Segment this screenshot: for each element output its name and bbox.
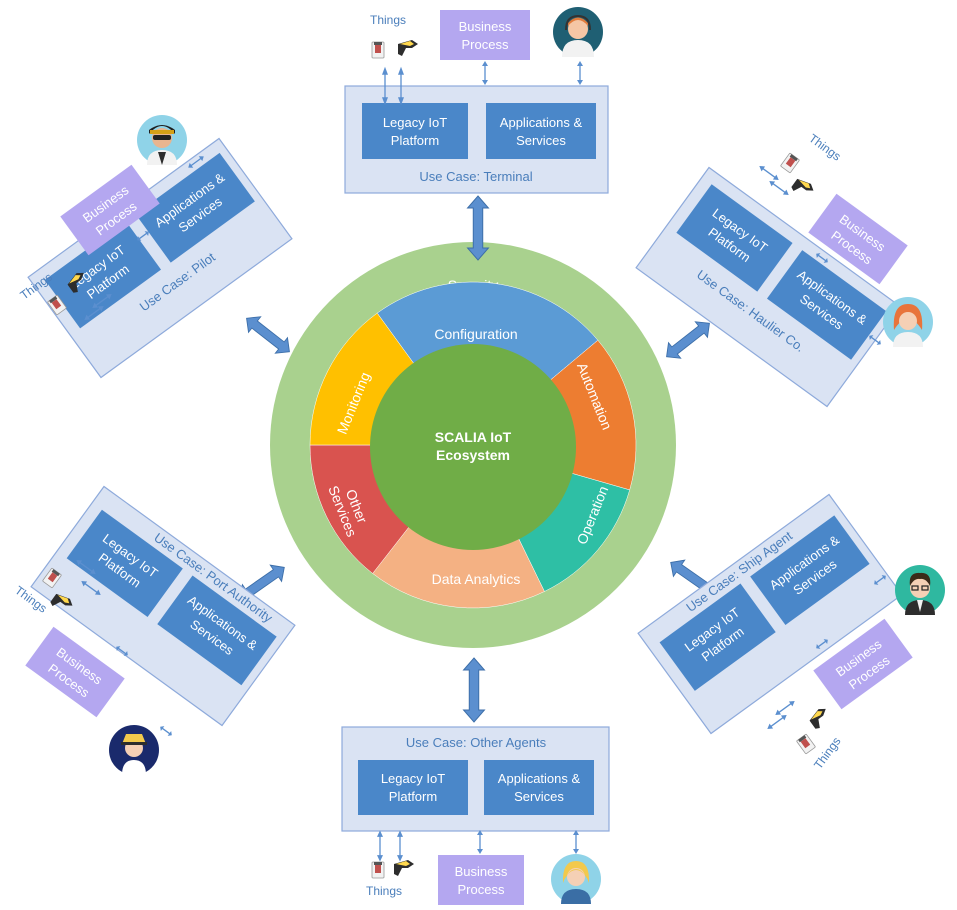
haulier-connector-arrow	[660, 315, 716, 365]
use-case-pilot: Legacy IoT Platform Applications & Servi…	[18, 115, 293, 379]
pilot-business-process	[60, 164, 160, 256]
ecosystem-title-line2: Ecosystem	[436, 447, 510, 463]
port-authority-business-process	[25, 626, 125, 718]
other-agents-bp-arrow	[476, 829, 484, 855]
other-agents-legacy-line1: Legacy IoT	[381, 771, 445, 786]
terminal-scanner-icon	[398, 40, 418, 56]
other-agent-avatar-icon	[551, 854, 601, 904]
terminal-operator-avatar-icon	[553, 7, 603, 57]
other-agents-scanner-icon	[394, 860, 414, 876]
other-agents-things-arrow-2	[396, 829, 404, 863]
other-agents-sensor-icon	[371, 861, 385, 879]
port-authority-apps-box	[157, 575, 277, 686]
use-case-port-authority: Legacy IoT Platform Applications & Servi…	[12, 485, 296, 775]
pilot-panel	[27, 137, 293, 379]
terminal-business-process	[440, 10, 530, 60]
other-agents-things-label: Things	[366, 884, 402, 898]
haulier-things-arrow-1	[756, 162, 782, 184]
terminal-bp-line1: Business	[459, 19, 512, 34]
ship-agent-apps-box	[750, 515, 870, 626]
terminal-things-label: Things	[370, 13, 406, 27]
use-case-haulier: Legacy IoT Platform Applications & Servi…	[635, 131, 933, 408]
haulier-sensor-icon	[779, 152, 801, 174]
terminal-sensor-icon	[371, 41, 385, 59]
ecosystem-core	[370, 344, 576, 550]
use-case-ship-agent: Legacy IoT Platform Applications & Servi…	[637, 493, 945, 772]
ecosystem-wheel: Security SCALIA IoT Ecosystem Configurat…	[270, 242, 676, 648]
ship-agent-business-process	[813, 618, 913, 710]
ship-agent-things-arrow-2	[764, 711, 790, 733]
ship-agent-scanner-icon	[807, 705, 833, 731]
haulier-things-arrow-2	[766, 177, 792, 199]
ecosystem-title-line1: SCALIA IoT	[435, 429, 512, 445]
terminal-legacy-line1: Legacy IoT	[383, 115, 447, 130]
use-case-terminal: Legacy IoT Platform Applications & Servi…	[344, 7, 609, 194]
other-agents-connector-arrow	[463, 657, 485, 723]
other-agents-business-process	[438, 855, 524, 905]
terminal-bp-line2: Process	[462, 37, 509, 52]
ship-agent-panel	[637, 493, 903, 735]
ship-agent-things-arrow-1	[772, 697, 798, 719]
port-authority-legacy-box	[66, 509, 183, 618]
other-agents-use-case-label: Use Case: Other Agents	[406, 735, 547, 750]
haulier-avatar-icon	[883, 297, 933, 347]
terminal-apps-line1: Applications &	[500, 115, 583, 130]
other-agents-apps-line2: Services	[514, 789, 564, 804]
terminal-apps-line2: Services	[516, 133, 566, 148]
configuration-label: Configuration	[434, 326, 517, 342]
other-agents-legacy-line2: Platform	[389, 789, 437, 804]
haulier-apps-box	[766, 250, 887, 360]
terminal-legacy-line2: Platform	[391, 133, 439, 148]
other-agents-bp-line2: Process	[458, 882, 505, 897]
haulier-scanner-icon	[790, 175, 816, 201]
data-analytics-label: Data Analytics	[432, 571, 521, 587]
terminal-avatar-arrow	[576, 60, 584, 86]
pilot-connector-arrow	[240, 310, 296, 360]
terminal-use-case-label: Use Case: Terminal	[419, 169, 532, 184]
pilot-apps-box	[135, 152, 255, 263]
haulier-things-label: Things	[806, 131, 843, 164]
pilot-avatar-icon	[137, 115, 187, 165]
other-agents-apps-box	[484, 760, 594, 815]
terminal-legacy-box	[362, 103, 468, 159]
pilot-legacy-box	[44, 221, 162, 329]
haulier-business-process	[808, 193, 908, 285]
terminal-apps-box	[486, 103, 596, 159]
terminal-connector-arrow	[467, 195, 489, 261]
other-agents-bp-line1: Business	[455, 864, 508, 879]
terminal-bp-arrow	[481, 60, 489, 86]
other-agents-apps-line1: Applications &	[498, 771, 581, 786]
use-case-other-agents: Use Case: Other Agents Legacy IoT Platfo…	[341, 726, 610, 905]
ship-agent-legacy-box	[659, 583, 776, 691]
port-authority-avatar-icon	[109, 725, 159, 775]
ship-agent-things-label: Things	[811, 734, 844, 771]
other-agents-avatar-arrow	[572, 829, 580, 855]
haulier-legacy-box	[676, 184, 793, 292]
other-agents-legacy-box	[358, 760, 468, 815]
ship-agent-avatar-icon	[895, 565, 945, 615]
ship-agent-sensor-icon	[795, 733, 817, 755]
haulier-panel	[635, 166, 901, 408]
other-agents-things-arrow-1	[376, 829, 384, 863]
port-authority-avatar-arrow	[157, 723, 175, 739]
